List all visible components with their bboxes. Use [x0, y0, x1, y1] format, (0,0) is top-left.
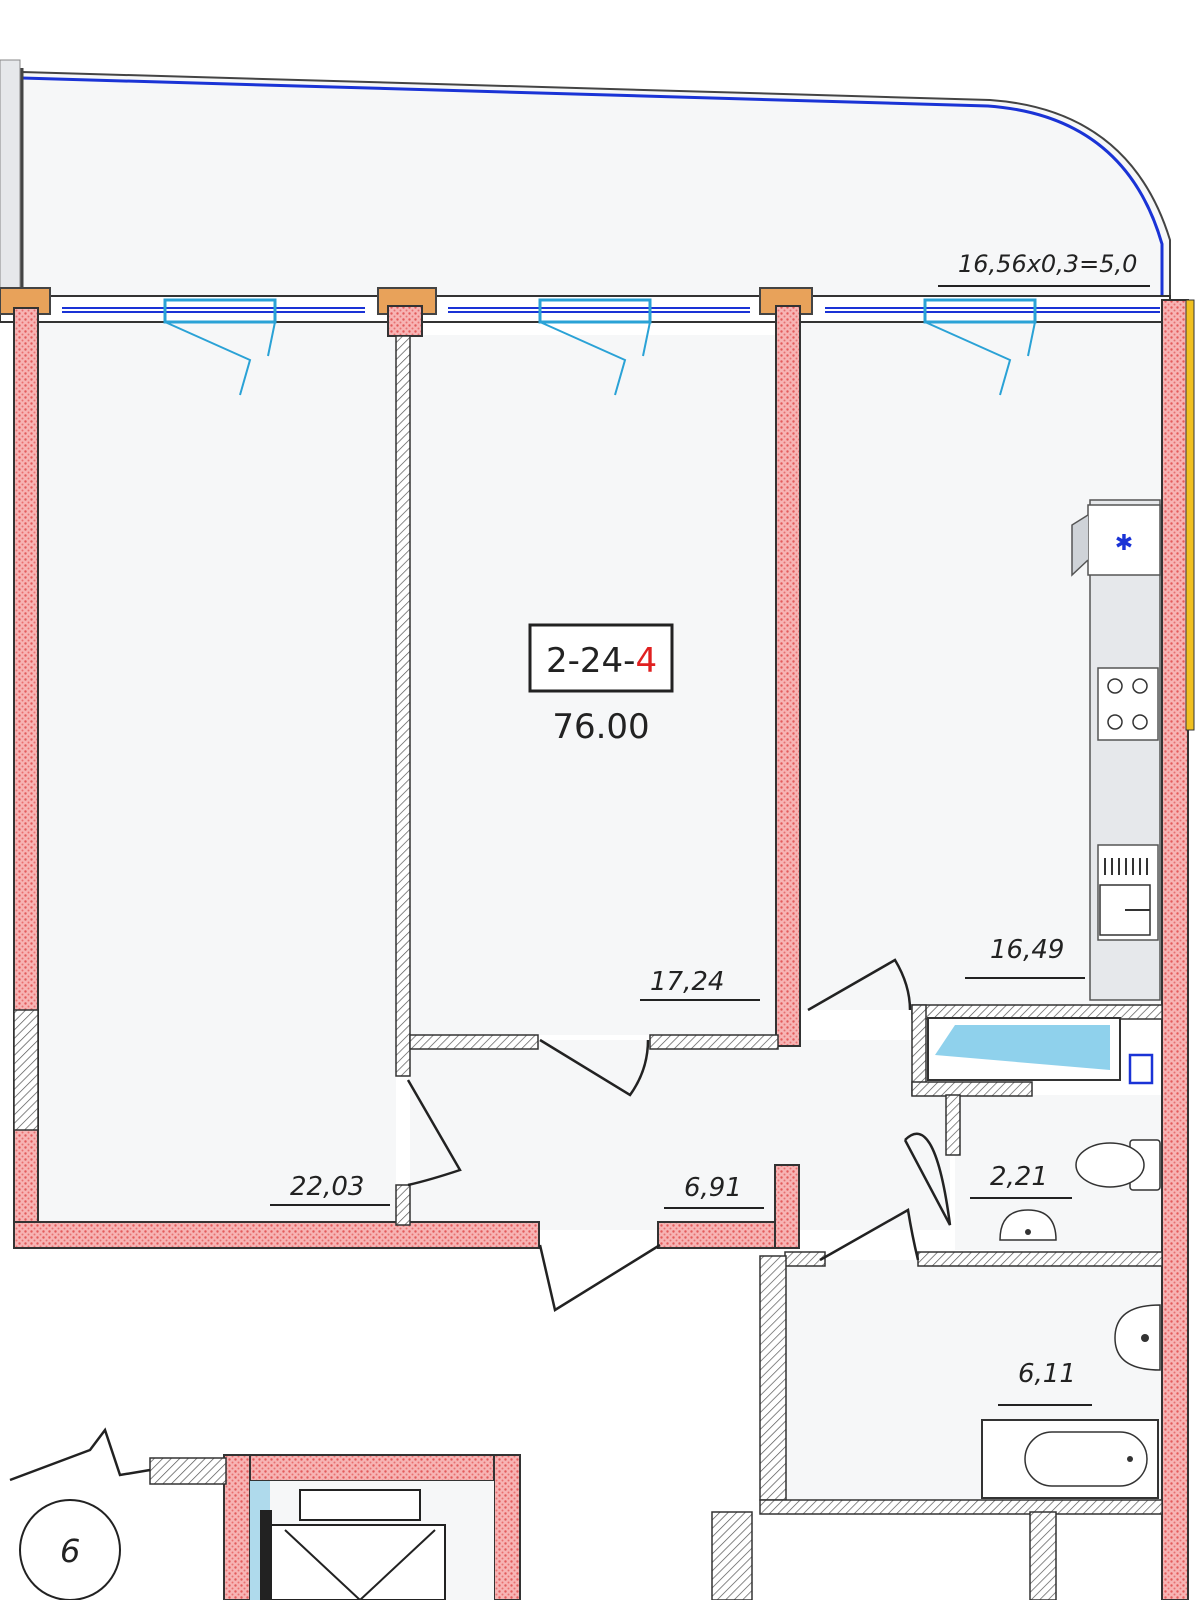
stove-icon [1097, 667, 1159, 741]
room-area-hall: 6,91 [684, 1173, 742, 1203]
balcony-label: 16,56x0,3=5,0 [958, 250, 1137, 278]
room-area-bathroom: 6,11 [1018, 1359, 1076, 1389]
stair-marker: 6 [60, 1532, 80, 1570]
balcony-glazing [21, 76, 1164, 296]
facade [0, 287, 1171, 396]
balcony [0, 59, 1171, 301]
window-icon [62, 298, 365, 396]
room-area-wc: 2,21 [990, 1162, 1048, 1192]
door-icon [9, 958, 952, 1482]
kitchen-fixtures: ✱ [1071, 499, 1161, 1001]
load-bearing-walls [13, 299, 1195, 1600]
room-floors [36, 320, 1165, 1500]
room-area-left: 22,03 [290, 1172, 364, 1202]
bathtub-icon [981, 1419, 1159, 1499]
washbasin-icon [1114, 1304, 1161, 1371]
room-area-kitchen: 16,49 [990, 935, 1064, 965]
svg-text:✱: ✱ [1115, 531, 1133, 556]
unit-total-area: 76.00 [552, 707, 649, 747]
fan-icon: ✱ [1071, 504, 1161, 577]
area-labels: 22,03 17,24 16,49 6,91 2,21 6,11 16,56x0… [60, 250, 1150, 1570]
toilet-icon [1075, 1139, 1161, 1191]
unit-code-suffix: 4 [635, 641, 657, 681]
stair-area [250, 1481, 494, 1600]
unit-code-prefix: 2-24- [546, 641, 635, 681]
unit-code: 2-24-4 76.00 [528, 623, 674, 747]
room-area-middle: 17,24 [650, 967, 724, 997]
svg-text:2-24-4: 2-24-4 [546, 641, 657, 681]
window-icon [448, 298, 750, 396]
bath-fixtures [927, 1017, 1161, 1499]
stair-marker-circle [19, 1499, 121, 1600]
partition-walls [13, 335, 1163, 1600]
window-icon [825, 298, 1160, 396]
washbasin-icon [999, 1209, 1057, 1241]
sink-icon [1097, 844, 1159, 941]
